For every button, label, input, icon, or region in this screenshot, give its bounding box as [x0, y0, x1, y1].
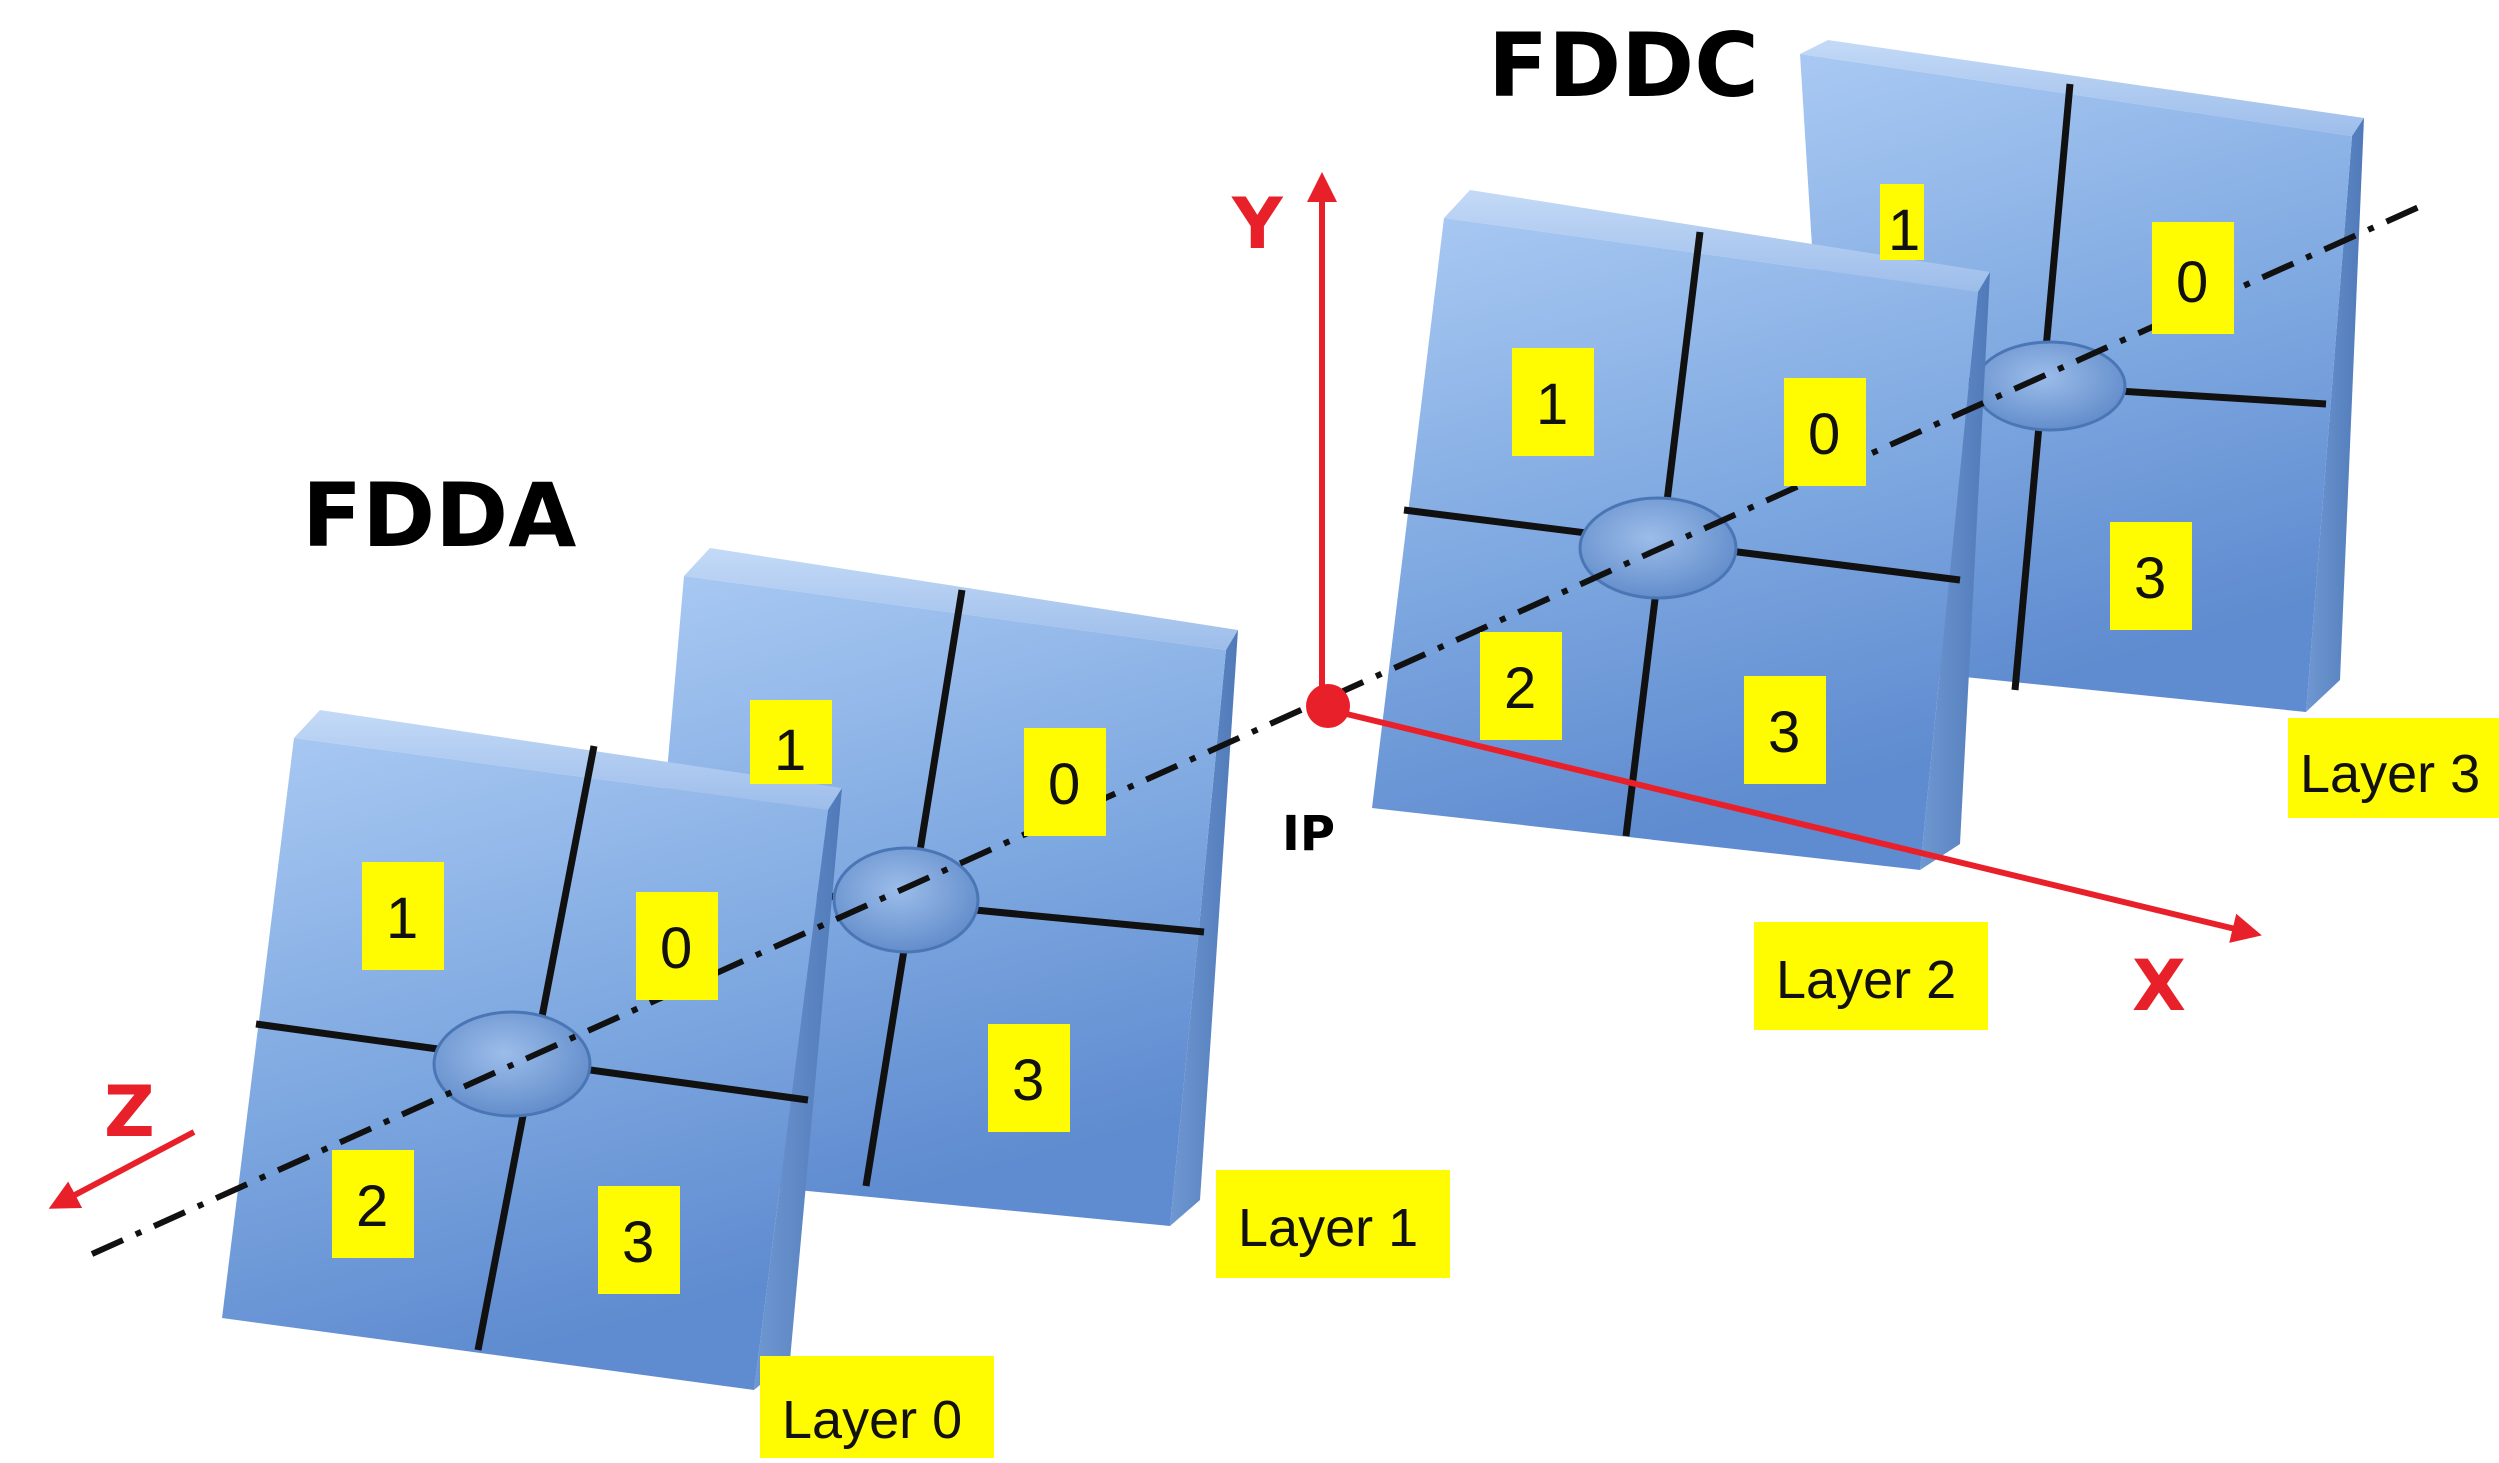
y-axis-label: Y — [1231, 183, 1284, 265]
layer-1-quadrant-1: 1 — [750, 700, 832, 784]
layer-2-quadrant-2: 2 — [1480, 632, 1562, 740]
svg-text:3: 3 — [1012, 1048, 1044, 1113]
layer-3-quadrant-3: 3 — [2110, 522, 2192, 630]
layer-2-quadrant-3: 3 — [1744, 676, 1826, 784]
layer-3-top-face — [1800, 40, 2364, 136]
svg-text:Layer 0: Layer 0 — [782, 1390, 962, 1450]
layer-1-quadrant-3: 3 — [988, 1024, 1070, 1132]
svg-text:3: 3 — [622, 1210, 654, 1275]
svg-text:0: 0 — [660, 916, 692, 981]
svg-text:1: 1 — [1888, 198, 1920, 263]
svg-text:Layer 1: Layer 1 — [1238, 1198, 1418, 1258]
layer-2-side-face — [1920, 272, 1990, 870]
ip-label: IP — [1282, 806, 1335, 862]
layer-2-top-face — [1444, 190, 1990, 292]
svg-text:Layer 2: Layer 2 — [1776, 950, 1956, 1010]
svg-text:0: 0 — [2176, 250, 2208, 315]
layer-3-side-face — [2306, 118, 2364, 712]
x-axis-label: X — [2132, 945, 2186, 1027]
layer-0-quadrant-2: 2 — [332, 1150, 414, 1258]
layer-2-panel — [1372, 190, 1990, 870]
layer-1-beam-hole — [832, 846, 980, 954]
z-axis-label: Z — [104, 1071, 155, 1153]
layer-0-panel — [222, 710, 842, 1390]
svg-text:Layer 3: Layer 3 — [2300, 744, 2480, 804]
layer-1-name-tag: Layer 1 — [1216, 1170, 1450, 1278]
layer-3-name-tag: Layer 3 — [2288, 718, 2499, 818]
svg-text:1: 1 — [1536, 372, 1568, 437]
x-axis-arrow — [1329, 707, 2262, 943]
svg-text:3: 3 — [2134, 546, 2166, 611]
svg-text:3: 3 — [1768, 700, 1800, 765]
svg-text:0: 0 — [1808, 402, 1840, 467]
layer-0-quadrant-0: 0 — [636, 892, 718, 1000]
layer-0-name-tag: Layer 0 — [760, 1356, 994, 1458]
layer-3-quadrant-1: 1 — [1880, 184, 1924, 263]
layer-0-quadrant-1: 1 — [362, 862, 444, 970]
svg-text:1: 1 — [386, 886, 418, 951]
svg-text:2: 2 — [1504, 656, 1536, 721]
layer-3-beam-hole — [1973, 340, 2127, 432]
layer-2-quadrant-0: 0 — [1784, 378, 1866, 486]
layer-1-side-face — [1170, 630, 1238, 1226]
layer-0-side-face — [754, 788, 842, 1390]
svg-text:0: 0 — [1048, 752, 1080, 817]
layer-2-name-tag: Layer 2 — [1754, 922, 1988, 1030]
layer-0-quadrant-3: 3 — [598, 1186, 680, 1294]
layer-1-quadrant-0: 0 — [1024, 728, 1106, 836]
z-axis-arrow — [48, 1129, 196, 1209]
svg-text:2: 2 — [356, 1174, 388, 1239]
fddc-title: FDDC — [1488, 14, 1759, 117]
layer-3-quadrant-0: 0 — [2152, 222, 2234, 334]
layer-0-top-face — [294, 710, 842, 810]
ip-origin-dot — [1306, 684, 1350, 728]
fdda-title: FDDA — [302, 464, 576, 567]
layer-2-quadrant-1: 1 — [1512, 348, 1594, 456]
beam-axis-line — [90, 199, 2432, 1257]
svg-text:1: 1 — [774, 718, 806, 783]
